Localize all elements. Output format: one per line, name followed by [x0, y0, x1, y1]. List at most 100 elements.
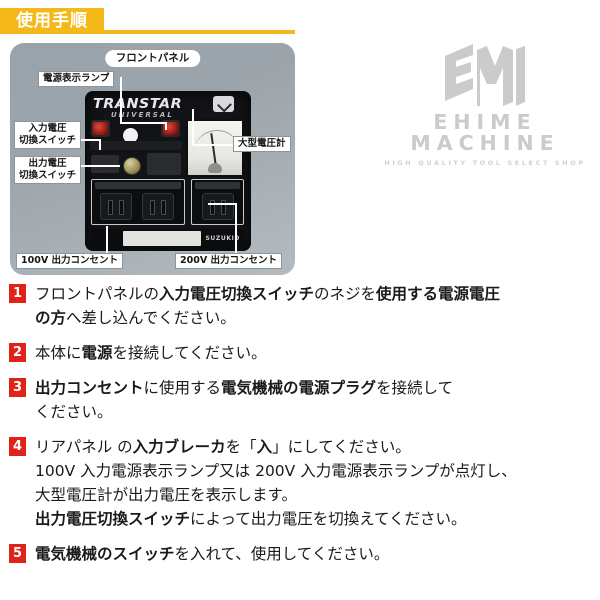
leader-voltmeter-vertical: [192, 109, 194, 145]
page-title: 使用手順: [16, 10, 88, 31]
step-text-emphasis: の方: [35, 309, 67, 328]
transformer-device: TRANSTAR UNIVERSAL: [85, 91, 251, 251]
step-text-emphasis: 出力電圧切換スイッチ: [35, 510, 191, 529]
step-text-emphasis: 入: [256, 438, 273, 457]
callout-output-voltage-switch-line2: 切換スイッチ: [19, 170, 77, 182]
outlet-100v-a: [100, 193, 132, 220]
outlet-100v-label-strip: [95, 182, 181, 189]
callout-output-voltage-switch: 出力電圧 切換スイッチ: [14, 156, 82, 185]
voltage-marking-left: [91, 155, 119, 173]
leader-power-lamp-horizontal: [120, 122, 166, 124]
front-panel-figure: フロントパネル TRANSTAR UNIVERSAL: [10, 43, 295, 275]
step-text-line: 本体に電源を接続してください。: [35, 341, 267, 365]
step-text-line: 電気機械のスイッチを入れて、使用してください。: [35, 542, 389, 566]
leader-input-switch: [72, 139, 100, 141]
step-text-span: によって出力電圧を切換えてください。: [190, 510, 467, 529]
callout-output-voltage-switch-line1: 出力電圧: [28, 158, 67, 169]
callout-power-lamp: 電源表示ランプ: [38, 71, 115, 88]
panel-label-strip: [90, 141, 182, 150]
voltmeter-scale: [194, 130, 240, 152]
outlet-group-200v: [191, 179, 244, 225]
leader-power-lamp-drop: [165, 122, 167, 130]
step-text-span: を接続してください。: [112, 344, 267, 363]
leader-input-switch-drop: [99, 139, 101, 150]
device-brand-main: TRANSTAR: [93, 97, 183, 112]
maker-brand: SUZUKID: [205, 235, 240, 242]
outlet-group-100v: [91, 179, 185, 225]
power-lamp-left: [91, 120, 110, 137]
outlet-200v-a: [202, 193, 234, 220]
device-brand-sub: UNIVERSAL: [111, 111, 174, 119]
em-monogram-icon: [380, 44, 590, 108]
instruction-step: 3 出力コンセントに使用する電気機械の電源プラグを接続してください。: [0, 376, 600, 424]
outlet-100v-b: [142, 193, 174, 220]
step-text-span: ください。: [35, 403, 113, 422]
step-number-badge: 2: [9, 343, 26, 363]
check-badge-icon: [213, 96, 234, 112]
leader-outlet-100v: [106, 226, 108, 259]
step-text-span: のネジを: [314, 285, 377, 303]
step-text-line: フロントパネルの入力電圧切換スイッチのネジを使用する電源電圧: [35, 282, 500, 306]
callout-outlet-100v: 100V 出力コンセント: [16, 253, 123, 270]
watermark-logo: EHIME MACHINE HIGH QUALITY TOOL SELECT S…: [380, 44, 590, 167]
step-text-span: 本体に: [35, 344, 82, 363]
header-underline: [104, 30, 295, 34]
step-text: 本体に電源を接続してください。: [35, 341, 267, 365]
instruction-step: 4 リアパネル の入力ブレーカを「入」にしてください。 100V 入力電源表示ランプ…: [0, 435, 600, 531]
step-text-span: へ差し込んでください。: [66, 309, 236, 328]
voltmeter-hub: [208, 163, 222, 173]
step-text-span: フロントパネルの: [35, 285, 160, 303]
step-text-line: ください。: [35, 400, 453, 424]
step-text-line: 出力コンセントに使用する電気機械の電源プラグを接続して: [35, 376, 453, 400]
step-text-emphasis: 入力電圧切換スイッチ: [159, 285, 315, 303]
step-text: 電気機械のスイッチを入れて、使用してください。: [35, 542, 389, 566]
step-text: リアパネル の入力ブレーカを「入」にしてください。 100V 入力電源表示ランプ又…: [35, 435, 517, 531]
leader-outlet-200v-vertical: [235, 203, 237, 259]
step-text-emphasis: 出力コンセント: [35, 379, 144, 398]
callout-input-voltage-switch: 入力電圧 切換スイッチ: [14, 121, 82, 150]
brand-name: EHIME MACHINE: [410, 110, 560, 155]
callout-input-voltage-switch-line1: 入力電圧: [28, 123, 67, 134]
leader-outlet-200v-horizontal: [208, 203, 236, 205]
step-text-line: 100V 入力電源表示ランプ又は 200V 入力電源表示ランプが点灯し、: [35, 459, 517, 483]
step-text-emphasis: 電気機械の電源プラグ: [221, 379, 377, 398]
callout-voltmeter: 大型電圧計: [233, 136, 291, 153]
brand-tagline: HIGH QUALITY TOOL SELECT SHOP: [384, 159, 586, 167]
callout-outlet-200v: 200V 出力コンセント: [175, 253, 282, 270]
step-text-emphasis: 電源: [81, 344, 113, 363]
step-text: 出力コンセントに使用する電気機械の電源プラグを接続してください。: [35, 376, 453, 424]
step-text-emphasis: 使用する電源電圧: [376, 285, 501, 303]
page-title-block: 使用手順: [0, 8, 104, 34]
step-text-span: を「: [225, 438, 257, 457]
step-number-badge: 1: [9, 284, 26, 303]
leader-voltmeter: [193, 144, 248, 146]
step-text-span: 」にしてください。: [272, 438, 411, 457]
step-text-span: リアパネル の: [35, 438, 133, 457]
step-text-line: の方へ差し込んでください。: [35, 306, 500, 330]
leader-output-switch: [72, 165, 120, 167]
device-branding: TRANSTAR UNIVERSAL: [93, 98, 211, 119]
step-text-line: 大型電圧計が出力電圧を表示します。: [35, 483, 517, 507]
step-text-emphasis: 電気機械のスイッチ: [35, 545, 175, 564]
step-text-span: に使用する: [143, 379, 222, 398]
step-text-span: を接続して: [376, 379, 454, 398]
step-number-badge: 4: [9, 437, 26, 457]
warning-placard: [123, 231, 201, 246]
figure-title: フロントパネル: [104, 50, 201, 68]
input-voltage-screw: [123, 128, 138, 143]
callout-input-voltage-switch-line2: 切換スイッチ: [19, 135, 77, 147]
step-text-span: を入れて、使用してください。: [174, 545, 390, 564]
step-text-span: 大型電圧計が出力電圧を表示します。: [35, 486, 297, 505]
device-footer: SUZUKID: [91, 229, 244, 249]
instruction-step: 2 本体に電源を接続してください。: [0, 341, 600, 365]
step-text-span: 100V 入力電源表示ランプ又は 200V 入力電源表示ランプが点灯し、: [35, 462, 517, 481]
output-voltage-knob: [123, 157, 141, 175]
step-text-emphasis: 入力ブレーカ: [132, 438, 226, 457]
step-number-badge: 3: [9, 378, 26, 398]
leader-power-lamp-vertical: [120, 77, 122, 123]
page-header: 使用手順: [0, 8, 600, 36]
